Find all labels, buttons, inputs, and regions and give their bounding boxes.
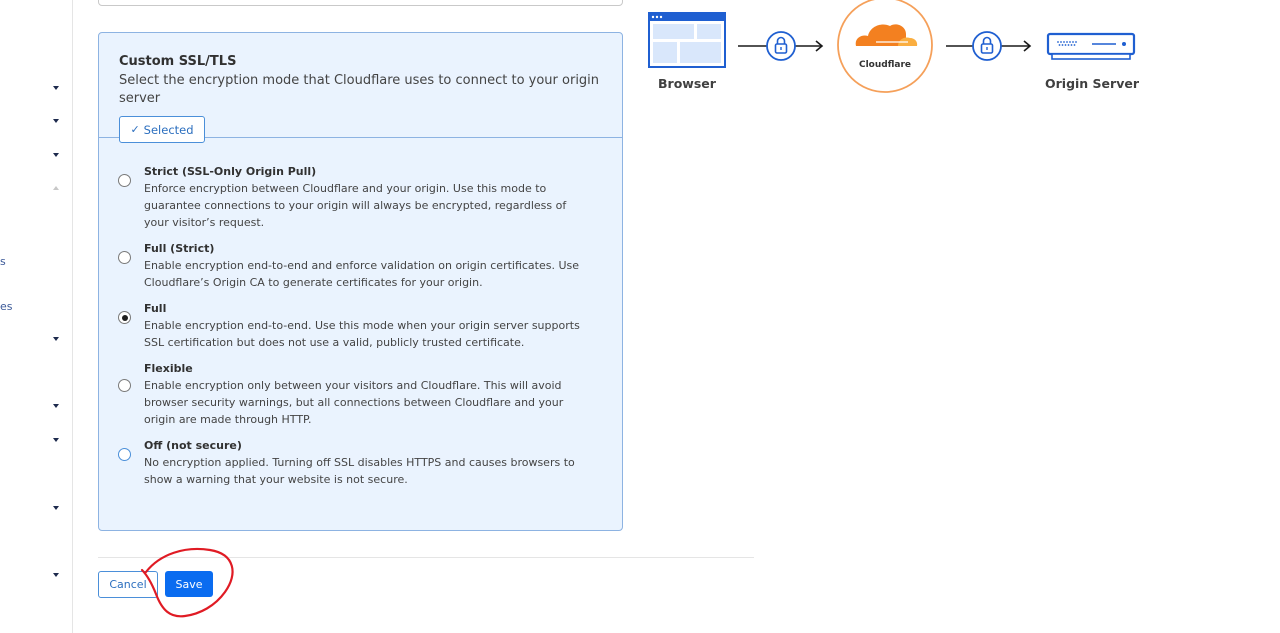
chevron-down-icon[interactable]: [53, 153, 59, 157]
option-title: Full: [144, 302, 167, 315]
encryption-mode-options: Strict (SSL-Only Origin Pull) Enforce en…: [99, 138, 622, 488]
radio-full[interactable]: [118, 311, 131, 324]
origin-server-label: Origin Server: [1045, 76, 1139, 91]
option-full[interactable]: Full Enable encryption end-to-end. Use t…: [99, 301, 622, 351]
option-title: Full (Strict): [144, 242, 215, 255]
option-title: Strict (SSL-Only Origin Pull): [144, 165, 317, 178]
sidebar-nav: s es: [0, 0, 73, 633]
chevron-down-icon[interactable]: [53, 337, 59, 341]
option-off-not-secure[interactable]: Off (not secure) No encryption applied. …: [99, 438, 622, 488]
chevron-down-icon[interactable]: [53, 404, 59, 408]
footer-divider: [98, 557, 754, 558]
chevron-up-icon[interactable]: [53, 186, 59, 190]
card-title: Custom SSL/TLS: [119, 54, 237, 69]
previous-option-card[interactable]: [98, 0, 623, 6]
radio-strict[interactable]: [118, 174, 131, 187]
option-description: Enforce encryption between Cloudflare an…: [144, 182, 567, 229]
cancel-button[interactable]: Cancel: [98, 571, 158, 598]
option-description: Enable encryption end-to-end. Use this m…: [144, 319, 580, 349]
encrypted-connection-arrow: [946, 31, 1032, 61]
origin-server-icon: [1046, 32, 1136, 60]
sidebar-item-label[interactable]: s: [0, 255, 6, 268]
selected-button[interactable]: ✓ Selected: [119, 116, 205, 143]
option-full-strict[interactable]: Full (Strict) Enable encryption end-to-e…: [99, 241, 622, 291]
chevron-down-icon[interactable]: [53, 119, 59, 123]
option-description: Enable encryption only between your visi…: [144, 379, 564, 426]
option-strict-ssl-only-origin-pull[interactable]: Strict (SSL-Only Origin Pull) Enforce en…: [99, 164, 622, 231]
check-icon: ✓: [130, 123, 140, 136]
card-header: Custom SSL/TLS Select the encryption mod…: [99, 33, 622, 143]
chevron-down-icon[interactable]: [53, 86, 59, 90]
chevron-down-icon[interactable]: [53, 506, 59, 510]
sidebar-item-label[interactable]: es: [0, 300, 13, 313]
cloudflare-label: Cloudflare: [858, 60, 911, 70]
option-description: No encryption applied. Turning off SSL d…: [144, 456, 575, 486]
radio-full-strict[interactable]: [118, 251, 131, 264]
option-title: Flexible: [144, 362, 193, 375]
radio-off[interactable]: [118, 448, 131, 461]
radio-flexible[interactable]: [118, 379, 131, 392]
chevron-down-icon[interactable]: [53, 438, 59, 442]
card-description: Select the encryption mode that Cloudfla…: [119, 73, 600, 106]
option-title: Off (not secure): [144, 439, 242, 452]
custom-ssl-tls-card: Custom SSL/TLS Select the encryption mod…: [98, 32, 623, 531]
chevron-down-icon[interactable]: [53, 573, 59, 577]
browser-label: Browser: [658, 76, 716, 91]
option-flexible[interactable]: Flexible Enable encryption only between …: [99, 361, 622, 428]
save-button[interactable]: Save: [165, 571, 213, 597]
encrypted-connection-arrow: [738, 31, 824, 61]
option-description: Enable encryption end-to-end and enforce…: [144, 259, 580, 289]
selected-label: Selected: [143, 122, 194, 137]
cloudflare-logo-icon: [837, 0, 933, 93]
ssl-flow-diagram: Browser Cloudflare Origin Server: [640, 0, 1160, 100]
browser-icon: [648, 12, 726, 68]
